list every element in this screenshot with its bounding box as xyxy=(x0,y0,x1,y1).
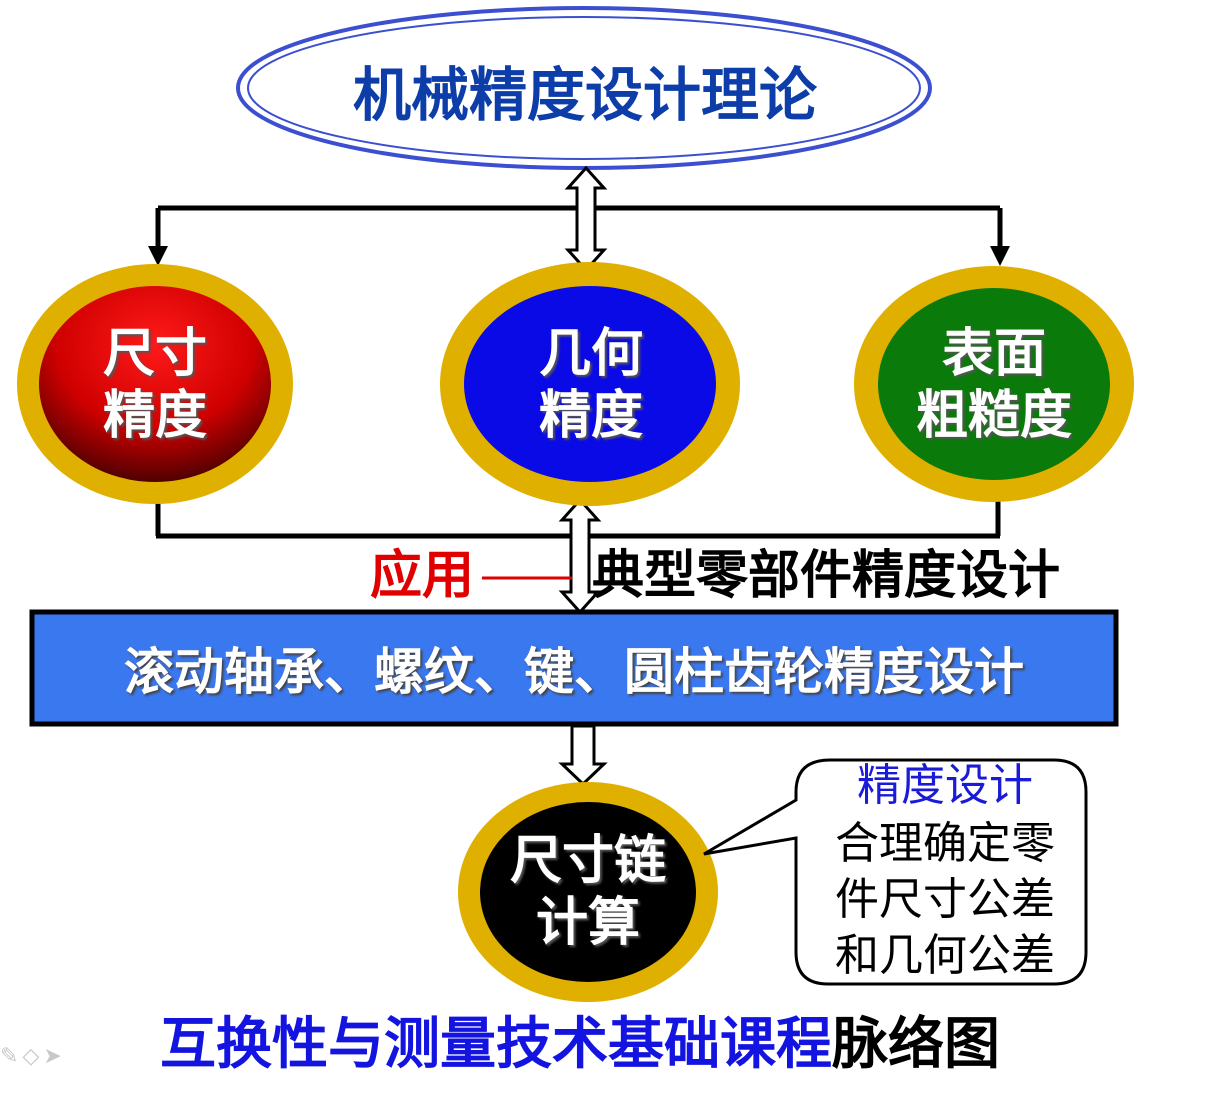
node-geometric-accuracy xyxy=(440,262,740,506)
callout-body: 合理确定零 件尺寸公差 和几何公差 xyxy=(800,816,1090,984)
node-surface-line2: 粗糙度 xyxy=(915,386,1072,446)
node-surface-line1: 表面 xyxy=(941,324,1046,384)
footer-caption-suffix: 脉络图 xyxy=(832,1012,1000,1077)
application-label: 应用 xyxy=(370,546,475,606)
callout-line: 和几何公差 xyxy=(835,930,1055,981)
footer-caption: 互换性与测量技术基础课程脉络图 xyxy=(160,1012,1040,1078)
application-bar xyxy=(29,609,1119,727)
node-surface-roughness xyxy=(854,266,1134,502)
diagram-title: 机械精度设计理论 xyxy=(352,61,817,129)
slide-tools[interactable]: ✎◇➤ xyxy=(0,1044,66,1069)
arrow-left-down xyxy=(148,246,168,266)
node-geometric-label: 几何 精度 xyxy=(466,290,716,480)
node-dimensional-line2: 精度 xyxy=(102,386,207,446)
node-chain-label: 尺寸链 计算 xyxy=(478,800,698,984)
callout-line: 件尺寸公差 xyxy=(835,874,1055,925)
callout-bubble xyxy=(703,758,1088,986)
node-dimensional-line1: 尺寸 xyxy=(102,324,207,384)
node-dimensional-accuracy xyxy=(17,264,293,504)
pointer-icon[interactable]: ➤ xyxy=(43,1044,66,1069)
arrow-right-down xyxy=(990,246,1010,266)
callout-title: 精度设计 xyxy=(857,760,1033,811)
hollow-arrow-down xyxy=(558,724,608,787)
node-chain-line2: 计算 xyxy=(535,893,640,953)
application-text: 典型零部件精度设计 xyxy=(592,546,1061,606)
node-chain-line1: 尺寸链 xyxy=(509,831,666,891)
eraser-icon[interactable]: ◇ xyxy=(22,1044,44,1069)
node-geometric-line2: 精度 xyxy=(538,386,643,446)
callout-line: 合理确定零 xyxy=(835,818,1055,869)
footer-caption-course: 互换性与测量技术基础课程 xyxy=(160,1012,832,1077)
title-ellipse xyxy=(236,6,932,170)
node-surface-label: 表面 粗糙度 xyxy=(874,290,1114,480)
node-dimensional-label: 尺寸 精度 xyxy=(40,290,270,480)
application-bar-text: 滚动轴承、螺纹、键、圆柱齿轮精度设计 xyxy=(124,643,1024,701)
node-dimension-chain xyxy=(458,782,718,1002)
pen-icon[interactable]: ✎ xyxy=(0,1044,23,1069)
node-geometric-line1: 几何 xyxy=(538,324,643,384)
double-arrow-top xyxy=(564,165,608,273)
